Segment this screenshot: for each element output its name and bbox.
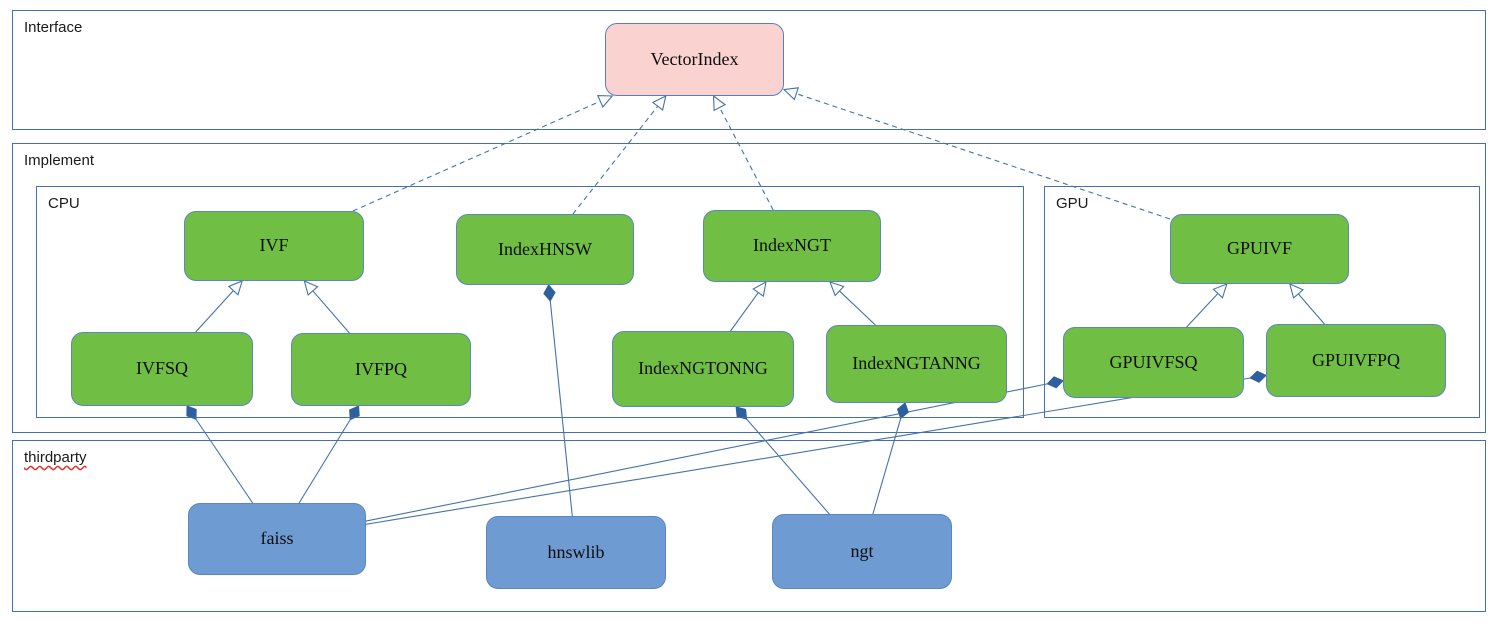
generalization-arrow-ivfpq-to-ivf: [303, 280, 319, 296]
node-ivf[interactable]: IVF: [184, 211, 364, 281]
edge-ivfpq-to-ivf: [312, 290, 350, 334]
node-gpuivf[interactable]: GPUIVF: [1170, 214, 1349, 284]
composition-diamond-ngt-to-indexngtonng: [735, 406, 748, 420]
frame-interface: [12, 10, 1486, 130]
composition-diamond-faiss-to-gpuivfpq: [1249, 370, 1267, 383]
node-indexngtanng[interactable]: IndexNGTANNG: [826, 325, 1007, 403]
frame-label-gpu: GPU: [1056, 195, 1089, 212]
frame-label-cpu: CPU: [48, 195, 80, 212]
edge-gpuivf-to-vectorindex: [796, 93, 1171, 220]
node-indexngt[interactable]: IndexNGT: [703, 210, 881, 282]
node-indexhnsw[interactable]: IndexHNSW: [456, 214, 634, 285]
edge-faiss-to-gpuivfsq: [365, 383, 1048, 522]
node-ivfsq[interactable]: IVFSQ: [71, 332, 253, 406]
frame-cpu: [36, 186, 1024, 418]
edge-ngt-to-indexngtanng: [872, 418, 902, 515]
node-indexngtonng[interactable]: IndexNGTONNG: [612, 331, 794, 407]
node-hnswlib[interactable]: hnswlib: [486, 516, 666, 589]
frame-gpu: [1044, 186, 1480, 418]
edge-gpuivfpq-to-gpuivf: [1297, 293, 1325, 325]
realization-arrow-ivf-to-vectorindex: [596, 95, 614, 108]
node-gpuivfpq[interactable]: GPUIVFPQ: [1266, 324, 1446, 397]
edge-faiss-to-ivfpq: [298, 419, 351, 504]
composition-diamond-faiss-to-ivfpq: [349, 405, 360, 421]
generalization-arrow-gpuivfpq-to-gpuivf: [1288, 283, 1305, 299]
edge-gpuivfsq-to-gpuivf: [1186, 293, 1219, 328]
edge-ngt-to-indexngtonng: [746, 418, 830, 515]
frame-implement: [12, 143, 1486, 433]
frame-label-implement: Implement: [24, 152, 95, 169]
realization-arrow-indexngt-to-vectorindex: [712, 94, 727, 112]
composition-diamond-faiss-to-ivfsq: [186, 405, 197, 420]
frame-label-thirdparty: thirdparty: [24, 449, 87, 466]
generalization-arrow-indexngtanng-to-indexngt: [829, 281, 845, 297]
node-ivfpq[interactable]: IVFPQ: [291, 333, 471, 406]
generalization-arrow-ivfsq-to-ivf: [227, 280, 243, 296]
composition-diamond-ngt-to-indexngtanng: [896, 402, 909, 420]
realization-arrow-indexhnsw-to-vectorindex: [651, 94, 667, 112]
edge-ivf-to-vectorindex: [352, 100, 601, 212]
node-ngt[interactable]: ngt: [772, 514, 952, 589]
edge-indexngt-to-vectorindex: [719, 107, 774, 211]
node-faiss[interactable]: faiss: [188, 503, 366, 575]
composition-diamond-hnswlib-to-indexhnsw: [543, 284, 556, 302]
generalization-arrow-gpuivfsq-to-gpuivf: [1212, 283, 1228, 299]
frame-thirdparty: [12, 440, 1486, 612]
edge-ivfsq-to-ivf: [195, 290, 234, 333]
composition-diamond-faiss-to-gpuivfsq: [1046, 376, 1064, 389]
frame-label-interface: Interface: [24, 19, 83, 36]
edge-faiss-to-gpuivfpq: [365, 377, 1251, 525]
edge-hnswlib-to-indexhnsw: [549, 300, 573, 517]
realization-arrow-gpuivf-to-vectorindex: [782, 87, 800, 101]
node-gpuivfsq[interactable]: GPUIVFSQ: [1063, 327, 1244, 398]
edge-faiss-to-ivfsq: [195, 418, 254, 504]
generalization-arrow-indexngtonng-to-indexngt: [752, 280, 767, 298]
edge-indexhnsw-to-vectorindex: [572, 105, 659, 215]
edge-indexngtonng-to-indexngt: [730, 292, 759, 332]
edge-indexngtanng-to-indexngt: [839, 290, 876, 326]
node-vectorindex[interactable]: VectorIndex: [605, 23, 784, 96]
